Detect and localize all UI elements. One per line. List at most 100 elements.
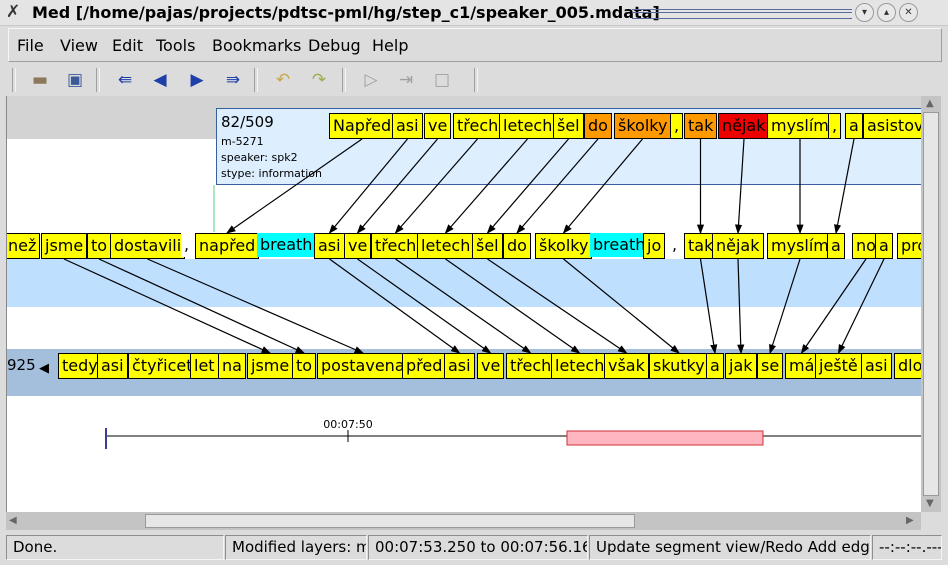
row2-word[interactable]: , (181, 233, 193, 257)
close-icon[interactable]: ✕ (899, 3, 918, 22)
scroll-down-icon[interactable]: ▼ (926, 498, 934, 509)
row2-word[interactable]: pro (897, 233, 922, 259)
horizontal-scrollbar[interactable]: ◀ ▶ (6, 512, 921, 530)
row2-word[interactable]: ve (344, 233, 372, 259)
menu-edit[interactable]: Edit (112, 36, 143, 55)
row1-word[interactable]: do (584, 113, 612, 139)
row3-word[interactable]: to (292, 353, 317, 379)
row3-word[interactable]: třech (506, 353, 556, 379)
info-stype: stype: information (221, 167, 322, 180)
row3-word[interactable]: postavena (317, 353, 409, 379)
row3-word[interactable]: na (218, 353, 246, 379)
row2-word[interactable]: to (87, 233, 112, 259)
row2-word[interactable]: jo (643, 233, 666, 259)
menu-bookmarks[interactable]: Bookmarks (212, 36, 302, 55)
menu-view[interactable]: View (60, 36, 98, 55)
row1-word[interactable]: Napřed (329, 113, 396, 139)
row3-word[interactable]: čtyřicet (128, 353, 197, 379)
row2-word[interactable]: a (875, 233, 893, 259)
row2-word[interactable]: šel (472, 233, 503, 259)
row1-word[interactable]: třech (453, 113, 503, 139)
timeline-segment[interactable] (566, 430, 764, 446)
menu-file[interactable]: File (17, 36, 44, 55)
last-icon[interactable]: ⇛ (225, 70, 241, 90)
row2-word[interactable]: breath (257, 233, 316, 257)
row3-word[interactable]: se (757, 353, 784, 379)
vertical-scroll-thumb[interactable] (923, 112, 939, 496)
row1-word[interactable]: školky (614, 113, 672, 139)
undo-icon[interactable]: ↶ (275, 70, 291, 90)
row3-word[interactable]: asi (97, 353, 128, 379)
row3-word[interactable]: před (402, 353, 447, 379)
open-folder-icon[interactable]: ▬ (31, 70, 49, 90)
row1-word[interactable]: šel (553, 113, 584, 139)
row3-word[interactable]: ve (477, 353, 505, 379)
window-title: Med [/home/pajas/projects/pdtsc-pml/hg/s… (32, 3, 660, 22)
row1-word[interactable]: asi (392, 113, 423, 139)
scroll-up-icon[interactable]: ▲ (926, 98, 934, 109)
redo-icon[interactable]: ↷ (311, 70, 327, 90)
row2-word[interactable]: než (7, 233, 41, 259)
row2-word[interactable]: letech (417, 233, 475, 259)
row3-word[interactable]: a (706, 353, 724, 379)
row3-word[interactable]: jsme (247, 353, 294, 379)
play-to-end-icon[interactable]: ⇥ (398, 70, 414, 90)
alignment-arrow (329, 258, 461, 354)
next-icon[interactable]: ▶ (190, 70, 204, 90)
title-bar: ✗ Med [/home/pajas/projects/pdtsc-pml/hg… (0, 0, 948, 26)
row1-word[interactable]: myslím (767, 113, 833, 139)
row3-word[interactable]: skutky (649, 353, 709, 379)
row1-word[interactable]: letech (499, 113, 557, 139)
scroll-left-icon[interactable]: ◀ (9, 515, 17, 526)
row2-word[interactable]: , (669, 233, 681, 257)
row2-word[interactable]: nějak (712, 233, 764, 259)
row2-word[interactable]: třech (371, 233, 421, 259)
minimize-icon[interactable]: ▾ (855, 3, 874, 22)
row2-word[interactable]: a (827, 233, 845, 259)
row2-word[interactable]: asi (314, 233, 345, 259)
row3-word[interactable]: má (785, 353, 819, 379)
row2-word[interactable]: jsme (41, 233, 88, 259)
alignment-arrow (394, 138, 478, 234)
row2-word[interactable]: myslím (767, 233, 833, 259)
row3-word[interactable]: však (604, 353, 649, 379)
row1-word[interactable]: , (670, 113, 684, 139)
first-icon[interactable]: ⇚ (117, 70, 133, 90)
row1-word[interactable]: , (828, 113, 842, 139)
play-icon[interactable]: ▷ (364, 70, 378, 90)
menu-tools[interactable]: Tools (156, 36, 196, 55)
maximize-icon[interactable]: ▴ (877, 3, 896, 22)
row3-word[interactable]: tedy (58, 353, 102, 379)
scroll-right-icon[interactable]: ▶ (906, 515, 914, 526)
row2-word[interactable]: napřed (195, 233, 260, 259)
row1-word[interactable]: tak (684, 113, 718, 139)
row2-word[interactable]: do (503, 233, 531, 259)
info-speaker: speaker: spk2 (221, 151, 298, 164)
row2-word[interactable]: tak (684, 233, 718, 259)
row3-word[interactable]: ještě (815, 353, 862, 379)
row1-word[interactable]: nějak (718, 113, 770, 139)
row2-word[interactable]: dostavili (110, 233, 186, 259)
stop-icon[interactable]: □ (433, 70, 451, 90)
toolbar-separator (254, 68, 258, 92)
row3-word[interactable]: letech (551, 353, 609, 379)
row2-word[interactable]: školky (535, 233, 593, 259)
row-arrow-icon[interactable]: ◀ (39, 361, 49, 376)
row1-word[interactable]: ve (424, 113, 452, 139)
row1-word[interactable]: asistova (863, 113, 922, 139)
menu-help[interactable]: Help (372, 36, 409, 55)
row3-word[interactable]: jak (725, 353, 757, 379)
alignment-canvas[interactable]: 82/509 m-5271 speaker: spk2 stype: infor… (6, 96, 922, 512)
row3-word[interactable]: asi (861, 353, 892, 379)
menu-debug[interactable]: Debug (308, 36, 361, 55)
toolbar-handle (12, 68, 16, 92)
row3-word[interactable]: let (190, 353, 219, 379)
row3-word[interactable]: asi (444, 353, 475, 379)
save-icon[interactable]: ▣ (66, 70, 84, 90)
row1-word[interactable]: a (845, 113, 863, 139)
prev-icon[interactable]: ◀ (153, 70, 167, 90)
row3-word[interactable]: dlo (894, 353, 922, 379)
horizontal-scroll-thumb[interactable] (145, 514, 635, 528)
row2-word[interactable]: breath (590, 233, 649, 257)
vertical-scrollbar[interactable]: ▲ ▼ (921, 96, 941, 512)
